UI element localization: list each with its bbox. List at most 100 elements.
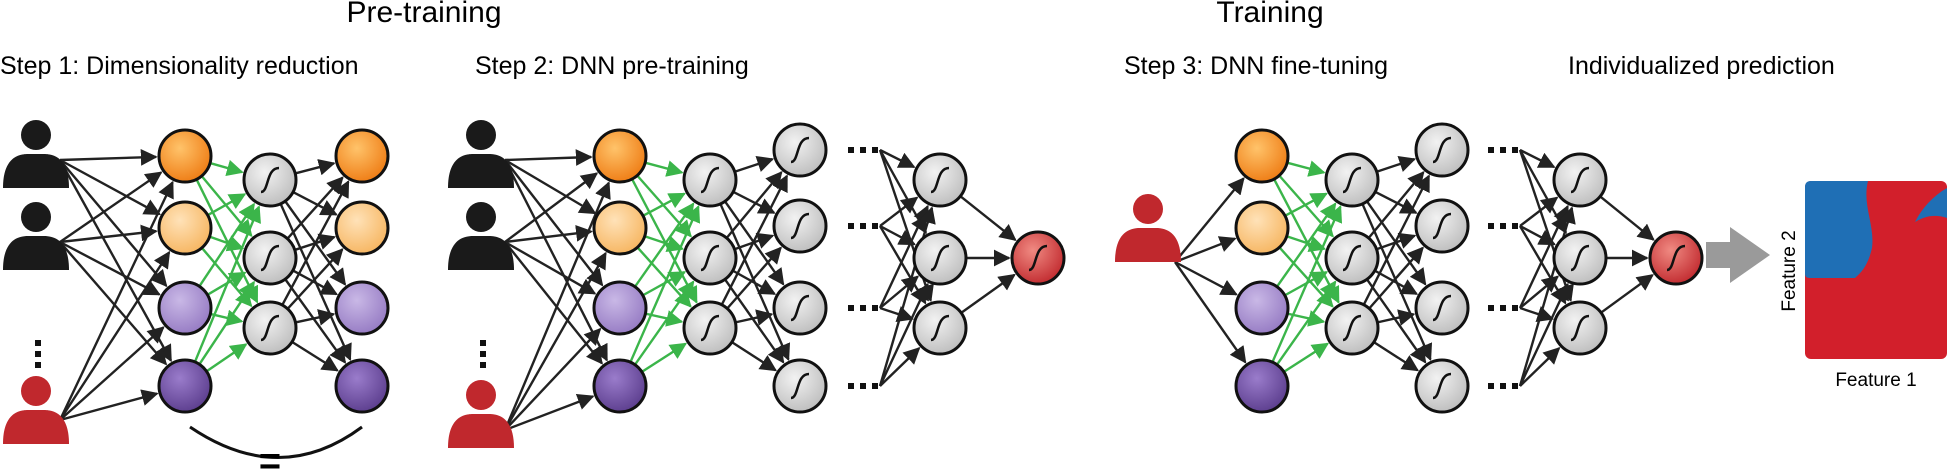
network-edge: [59, 326, 165, 421]
code-node: [1234, 358, 1290, 414]
network-edge: [1174, 236, 1237, 264]
horizontal-ellipsis: [848, 223, 878, 229]
hidden-node: [242, 300, 298, 356]
sigmoid-icon: [260, 314, 280, 342]
prediction-arrow: [1706, 227, 1770, 283]
step-2-label: Step 2: DNN pre-training: [475, 52, 749, 80]
hidden-node: [772, 122, 828, 178]
network-edge: [1599, 195, 1655, 241]
code-edge: [641, 342, 688, 373]
horizontal-ellipsis: [848, 147, 878, 153]
code-edge: [210, 309, 244, 327]
network-edge: [1519, 148, 1556, 169]
network-edge: [295, 309, 336, 326]
code-node: [592, 128, 648, 184]
sigmoid-icon: [1570, 314, 1590, 342]
hidden-node: [1552, 152, 1608, 208]
hidden-node: [1324, 230, 1380, 286]
prediction-map: [1805, 181, 1947, 359]
network-edge: [732, 269, 777, 295]
network-edge: [504, 172, 599, 243]
code-edge: [209, 159, 244, 177]
step-3-label: Step 3: DNN fine-tuning: [1124, 52, 1388, 80]
code-edge: [1275, 280, 1337, 366]
section-title-training: Training: [1216, 0, 1323, 29]
network-edge: [734, 155, 775, 173]
network-edge: [1174, 261, 1247, 364]
sigmoid-icon: [1570, 166, 1590, 194]
code-node: [1234, 280, 1290, 336]
reconstruction-node: [334, 200, 390, 256]
reconstruction-node: [334, 128, 390, 184]
sigmoid-icon: [1666, 244, 1686, 272]
network-edge: [59, 224, 158, 244]
network-edge: [725, 170, 783, 239]
sigmoid-icon: [930, 166, 950, 194]
network-edge: [504, 149, 593, 166]
network-edge: [504, 327, 602, 431]
code-node: [157, 128, 213, 184]
person-icon: [3, 120, 69, 188]
network-edge: [878, 282, 929, 387]
network-edge: [1373, 341, 1420, 372]
output-node: [1648, 230, 1704, 286]
code-edge: [198, 202, 255, 288]
network-edges: [58, 148, 1655, 432]
sigmoid-icon: [930, 314, 950, 342]
sigmoid-icon: [1570, 244, 1590, 272]
network-edge: [879, 148, 916, 169]
network-edge: [959, 195, 1017, 241]
code-node: [1234, 200, 1290, 256]
code-edge: [205, 343, 248, 373]
network-edge: [1367, 170, 1425, 239]
hidden-node: [242, 152, 298, 208]
network-edge: [284, 278, 347, 364]
network-edge: [1376, 155, 1417, 173]
network-edge: [735, 309, 774, 326]
step-1-label: Step 1: Dimensionality reduction: [0, 52, 359, 80]
network-edge: [504, 240, 597, 295]
network-nodes: [157, 122, 1704, 414]
horizontal-ellipsis: [1488, 223, 1518, 229]
code-node: [592, 280, 648, 336]
code-edge: [207, 193, 247, 217]
network-edge: [1519, 306, 1555, 323]
hidden-node: [772, 358, 828, 414]
code-edge: [633, 280, 695, 366]
code-edge: [1286, 235, 1327, 253]
prediction-map-xlabel: Feature 1: [1835, 370, 1916, 391]
code-node: [1234, 128, 1290, 184]
vertical-ellipsis: [35, 340, 41, 368]
sigmoid-icon: [700, 244, 720, 272]
sigmoid-icon: [790, 294, 810, 322]
hidden-node: [1414, 198, 1470, 254]
sigmoid-icon: [260, 244, 280, 272]
horizontal-ellipsis: [1488, 383, 1518, 389]
network-edge: [1362, 174, 1430, 306]
hidden-node: [682, 152, 738, 208]
network-edge: [879, 196, 919, 227]
sigmoid-icon: [790, 372, 810, 400]
sigmoid-icon: [1028, 244, 1048, 272]
code-edge: [642, 192, 686, 217]
network-edge: [292, 190, 338, 216]
network-edge: [726, 246, 782, 310]
network-edge: [504, 159, 604, 287]
network-edge: [59, 159, 168, 288]
sigmoid-icon: [260, 166, 280, 194]
network-edge: [504, 393, 595, 432]
person-icon-red: [3, 376, 69, 444]
horizontal-ellipsis: [848, 305, 878, 311]
network-edge: [1519, 275, 1560, 309]
horizontal-ellipsis: [848, 383, 878, 389]
sigmoid-icon: [1432, 294, 1452, 322]
prediction-map-class-a-region: [1805, 181, 1873, 278]
network-edge: [281, 180, 350, 306]
sigmoid-icon: [1432, 136, 1452, 164]
network-edge: [59, 149, 158, 166]
network-edge: [879, 275, 920, 309]
hidden-node: [682, 300, 738, 356]
code-node: [157, 200, 213, 256]
network-edge: [1374, 269, 1419, 295]
prediction-map-ylabel: Feature 2: [1779, 230, 1800, 311]
